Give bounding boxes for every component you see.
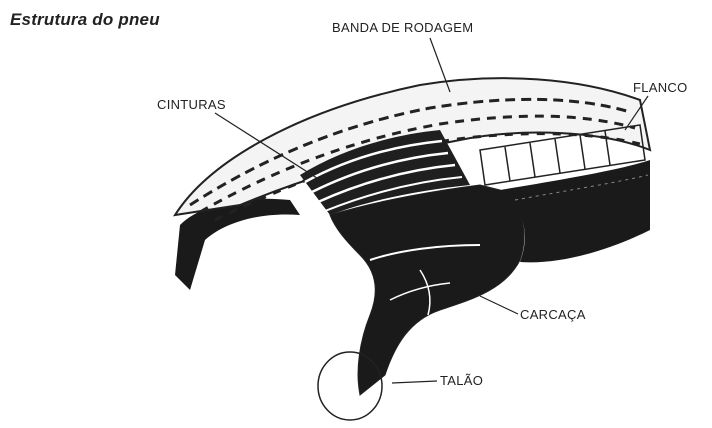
carcass-body (330, 185, 524, 395)
label-talao: TALÃO (440, 373, 483, 388)
label-cinturas: CINTURAS (157, 97, 226, 112)
label-flanco: FLANCO (633, 80, 688, 95)
bead-circle (318, 352, 382, 420)
label-carcaca: CARCAÇA (520, 307, 586, 322)
label-banda-de-rodagem: BANDA DE RODAGEM (332, 20, 473, 35)
